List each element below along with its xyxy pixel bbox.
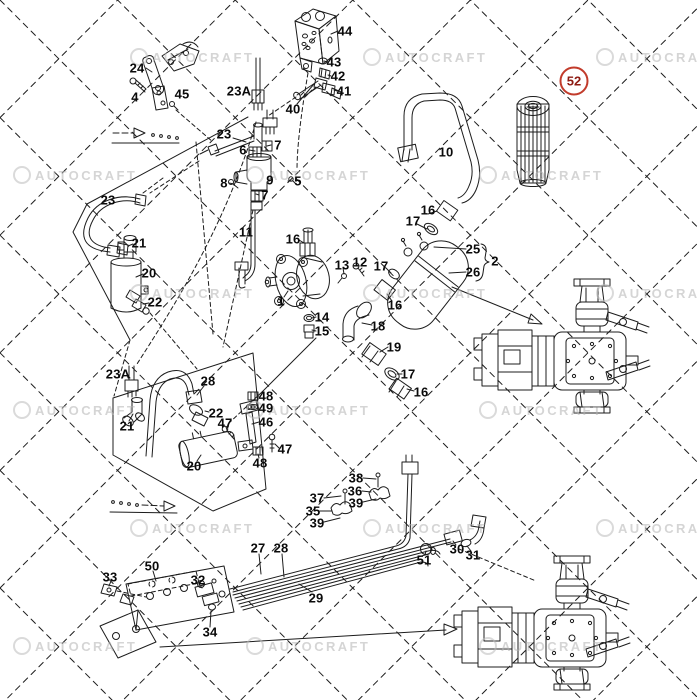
hose-23-accumulator-group bbox=[84, 194, 150, 314]
part-label-43-4: 43 bbox=[326, 54, 342, 70]
part-label-48-45: 48 bbox=[258, 388, 274, 404]
part-label-29-58: 29 bbox=[308, 590, 324, 606]
highlighted-part-badge: 52 bbox=[559, 66, 589, 96]
part-label-20-19: 20 bbox=[141, 265, 157, 281]
part-label-19-36: 19 bbox=[386, 339, 402, 355]
part-label-16-28: 16 bbox=[420, 202, 436, 218]
part-label-1-24: 1 bbox=[277, 293, 285, 309]
dryer-25-26-group bbox=[374, 200, 542, 338]
pipe-10-drawing bbox=[398, 93, 480, 203]
part-label-48-48: 48 bbox=[252, 455, 268, 471]
axle-assembly-upper bbox=[473, 278, 651, 414]
part-label-2-31: 2 bbox=[491, 253, 499, 269]
part-label-31-60: 31 bbox=[465, 547, 481, 563]
part-label-38-50: 38 bbox=[348, 470, 364, 486]
part-label-32-64: 32 bbox=[190, 572, 206, 588]
part-label-50-62: 50 bbox=[144, 558, 160, 574]
part-label-9-13: 9 bbox=[266, 172, 274, 188]
highlighted-part-number: 52 bbox=[566, 73, 582, 89]
elbow-18-chain bbox=[343, 299, 412, 399]
part-label-17-33: 17 bbox=[373, 258, 389, 274]
flow-arrows bbox=[110, 128, 179, 513]
part-label-28-40: 28 bbox=[200, 373, 216, 389]
part-label-17-37: 17 bbox=[400, 366, 416, 382]
part-label-13-22: 13 bbox=[334, 257, 350, 273]
filter-52-drawing bbox=[517, 97, 549, 187]
part-label-40-7: 40 bbox=[285, 101, 301, 117]
part-label-22-42: 22 bbox=[208, 405, 224, 421]
part-label-30-59: 30 bbox=[449, 541, 465, 557]
part-label-18-35: 18 bbox=[370, 318, 386, 334]
part-label-7-11: 7 bbox=[274, 137, 282, 153]
valve-block-44-group bbox=[292, 9, 341, 101]
steel-lines-group bbox=[230, 455, 486, 610]
part-label-51-61: 51 bbox=[416, 552, 432, 568]
dashed-leaders bbox=[117, 73, 536, 597]
part-label-4-1: 4 bbox=[131, 89, 139, 105]
part-label-42-5: 42 bbox=[330, 68, 346, 84]
part-label-24-0: 24 bbox=[129, 60, 145, 76]
part-label-37-53: 37 bbox=[309, 490, 325, 506]
part-label-45-2: 45 bbox=[174, 86, 190, 102]
manifold-group bbox=[200, 58, 296, 288]
part-label-21-41: 21 bbox=[119, 418, 135, 434]
part-label-27-56: 27 bbox=[250, 540, 266, 556]
part-label-14-25: 14 bbox=[314, 309, 330, 325]
part-label-10-27: 10 bbox=[438, 144, 454, 160]
part-label-23-17: 23 bbox=[100, 192, 116, 208]
part-label-7-15: 7 bbox=[261, 187, 269, 203]
part-label-20-49: 20 bbox=[186, 458, 202, 474]
axle-assembly-lower bbox=[453, 555, 631, 691]
part-label-47-43: 47 bbox=[217, 415, 233, 431]
part-label-35-54: 35 bbox=[305, 503, 321, 519]
part-label-23a-8: 23A bbox=[226, 83, 252, 99]
part-label-49-46: 49 bbox=[258, 400, 274, 416]
part-label-5-14: 5 bbox=[294, 173, 302, 189]
part-label-39-52: 39 bbox=[348, 495, 364, 511]
label-leader-lines bbox=[109, 31, 471, 627]
part-label-23-9: 23 bbox=[216, 126, 232, 142]
part-label-22-20: 22 bbox=[147, 294, 163, 310]
part-label-28-57: 28 bbox=[273, 540, 289, 556]
part-label-25-30: 25 bbox=[465, 241, 481, 257]
lower-accumulator-group bbox=[121, 366, 275, 469]
part-label-8-12: 8 bbox=[220, 175, 228, 191]
part-label-16-21: 16 bbox=[285, 231, 301, 247]
part-label-46-44: 46 bbox=[258, 414, 274, 430]
part-label-23a-39: 23A bbox=[105, 366, 131, 382]
pump-1-group bbox=[262, 228, 364, 392]
part-label-15-26: 15 bbox=[314, 323, 330, 339]
part-label-39-55: 39 bbox=[309, 515, 325, 531]
part-label-16-38: 16 bbox=[413, 384, 429, 400]
part-label-36-51: 36 bbox=[347, 483, 363, 499]
part-label-44-3: 44 bbox=[337, 23, 353, 39]
part-label-34-65: 34 bbox=[202, 624, 218, 640]
part-label-33-63: 33 bbox=[102, 569, 118, 585]
bracket-50-group bbox=[100, 566, 457, 658]
part-label-6-10: 6 bbox=[239, 142, 247, 158]
part-label-47-47: 47 bbox=[277, 441, 293, 457]
part-label-16-34: 16 bbox=[387, 297, 403, 313]
part-label-21-18: 21 bbox=[131, 235, 147, 251]
part-label-41-6: 41 bbox=[336, 83, 352, 99]
part-label-11-16: 11 bbox=[238, 224, 254, 240]
bracket-24-group bbox=[130, 42, 199, 110]
part-label-12-23: 12 bbox=[352, 254, 368, 270]
part-label-17-29: 17 bbox=[405, 213, 421, 229]
part-label-26-32: 26 bbox=[465, 264, 481, 280]
